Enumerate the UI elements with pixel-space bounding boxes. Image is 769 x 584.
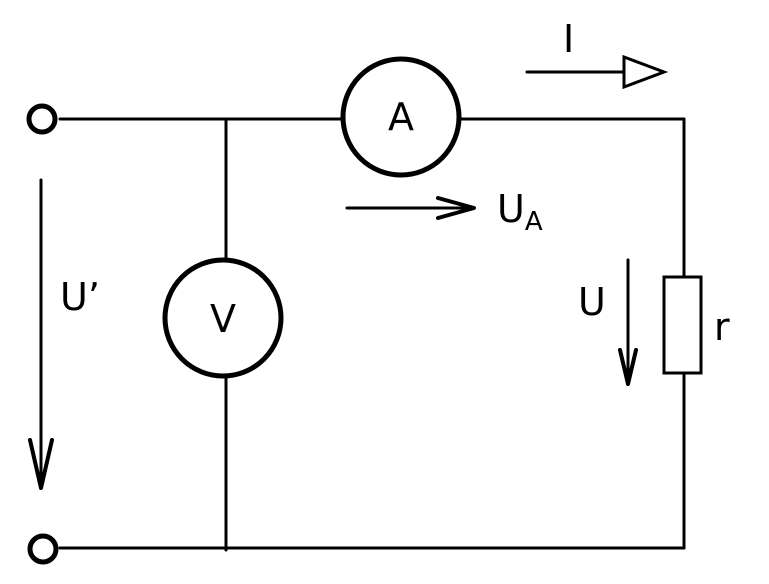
ammeter-circle xyxy=(340,56,462,178)
source-voltage-label: U’ xyxy=(60,275,100,319)
wires xyxy=(58,117,686,552)
voltmeter: V xyxy=(162,257,284,379)
current-label: I xyxy=(563,17,574,61)
source-voltage-arrow-head xyxy=(28,438,54,490)
resistor: r xyxy=(662,275,730,375)
voltmeter-label: V xyxy=(210,297,236,341)
load-voltage-arrow: U xyxy=(578,258,638,386)
ammeter-voltage-label: UA xyxy=(497,187,543,237)
ammeter-voltage-label-main: U xyxy=(497,187,525,231)
load-voltage-label: U xyxy=(578,280,606,324)
resistor-label: r xyxy=(714,305,730,349)
input-terminal-top xyxy=(26,103,58,135)
current-arrow-head xyxy=(622,54,669,90)
current-arrow: I xyxy=(525,17,669,90)
ammeter-voltage-label-subscript: A xyxy=(525,207,543,237)
load-voltage-arrow-head xyxy=(618,348,638,386)
ammeter-voltage-arrow-head xyxy=(436,196,476,220)
ammeter-label: A xyxy=(388,95,414,139)
resistor-body xyxy=(662,275,703,375)
ammeter-voltage-arrow: UA xyxy=(345,187,543,237)
source-voltage-arrow: U’ xyxy=(28,178,100,490)
ammeter: A xyxy=(340,56,462,178)
input-terminal-bottom xyxy=(27,533,59,565)
voltmeter-circle xyxy=(162,257,284,379)
